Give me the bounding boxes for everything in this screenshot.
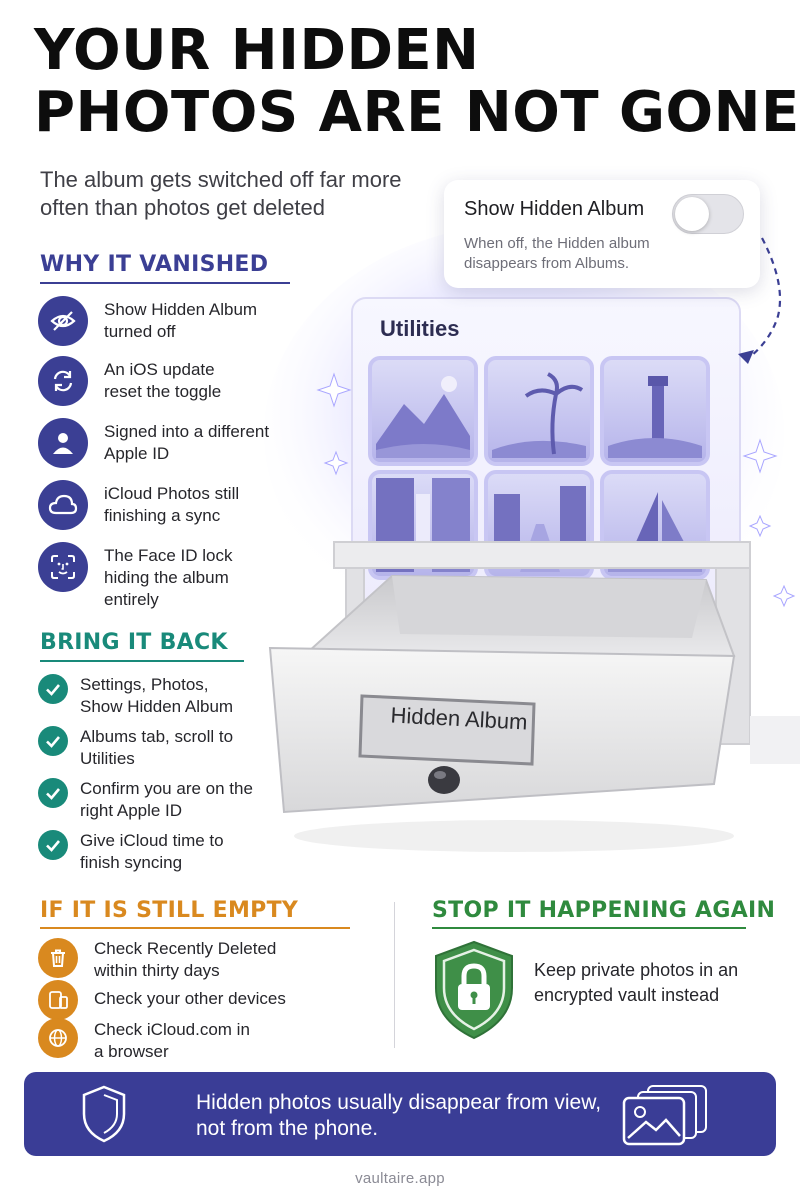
bottom-banner: Hidden photos usually disappear from vie… bbox=[24, 1072, 776, 1156]
person-icon bbox=[38, 418, 88, 468]
globe-icon bbox=[38, 1018, 78, 1058]
show-hidden-album-card: Show Hidden Album When off, the Hidden a… bbox=[444, 180, 760, 288]
thumbnail-palm bbox=[484, 356, 594, 466]
empty-item-2: Check your other devices bbox=[38, 980, 314, 1020]
stop-section-rule bbox=[432, 927, 746, 929]
dashed-arrow bbox=[745, 237, 782, 361]
devices-icon bbox=[38, 980, 78, 1020]
fix-item-1-text: Settings, Photos, Show Hidden Album bbox=[80, 675, 234, 716]
fix-item-4: Give iCloud time to finish syncing bbox=[38, 830, 230, 874]
footer-url: vaultaire.app bbox=[355, 1170, 445, 1187]
show-hidden-album-toggle[interactable] bbox=[672, 194, 744, 234]
fix-item-1: Settings, Photos, Show Hidden Album bbox=[38, 674, 250, 718]
toggle-knob bbox=[675, 197, 709, 231]
shield-icon bbox=[82, 1085, 126, 1143]
fix-item-3: Confirm you are on the right Apple ID bbox=[38, 778, 260, 822]
sparkles bbox=[316, 372, 796, 608]
utilities-title: Utilities bbox=[380, 316, 460, 341]
why-item-3: Signed into a different Apple ID bbox=[38, 418, 284, 468]
eye-off-icon bbox=[38, 296, 88, 346]
section-divider bbox=[394, 902, 395, 1048]
why-item-1-text: Show Hidden Album turned off bbox=[104, 300, 258, 341]
refresh-icon bbox=[38, 356, 88, 406]
why-item-3-text: Signed into a different Apple ID bbox=[104, 422, 270, 463]
empty-item-2-text: Check your other devices bbox=[94, 989, 286, 1008]
check-icon bbox=[38, 830, 68, 860]
toggle-description: When off, the Hidden album disappears fr… bbox=[464, 235, 650, 272]
check-icon bbox=[38, 674, 68, 704]
empty-section-title: IF IT IS STILL EMPTY bbox=[40, 898, 299, 923]
why-item-5: The Face ID lock hiding the album entire… bbox=[38, 542, 254, 611]
why-item-5-text: The Face ID lock hiding the album entire… bbox=[104, 546, 233, 609]
empty-item-3: Check iCloud.com in a browser bbox=[38, 1018, 254, 1063]
cloud-icon bbox=[38, 480, 88, 530]
why-section-rule bbox=[40, 282, 290, 284]
headline-line-1: YOUR HIDDEN bbox=[34, 18, 480, 83]
face-id-icon bbox=[38, 542, 88, 592]
empty-item-1: Check Recently Deleted within thirty day… bbox=[38, 938, 294, 982]
drawer-knob bbox=[428, 766, 460, 794]
photo-stack-icon bbox=[622, 1085, 707, 1146]
fix-item-4-text: Give iCloud time to finish syncing bbox=[80, 831, 224, 872]
fix-section-rule bbox=[40, 660, 244, 662]
drawer-illustration bbox=[264, 224, 800, 852]
empty-item-3-text: Check iCloud.com in a browser bbox=[94, 1020, 250, 1061]
drawer-label-plate bbox=[358, 694, 536, 766]
fix-item-2: Albums tab, scroll to Utilities bbox=[38, 726, 240, 770]
shield-lock-icon bbox=[435, 940, 513, 1040]
shelf-top bbox=[333, 541, 751, 569]
check-icon bbox=[38, 778, 68, 808]
fix-item-3-text: Confirm you are on the right Apple ID bbox=[80, 779, 253, 820]
check-icon bbox=[38, 726, 68, 756]
thumbnail-mountains bbox=[368, 356, 478, 466]
headline-line-2: PHOTOS ARE NOT GONE bbox=[34, 80, 800, 145]
empty-item-1-text: Check Recently Deleted within thirty day… bbox=[94, 939, 277, 980]
banner-text: Hidden photos usually disappear from vie… bbox=[196, 1091, 602, 1140]
subtitle: The album gets switched off far more oft… bbox=[40, 167, 402, 220]
fix-item-2-text: Albums tab, scroll to Utilities bbox=[80, 727, 234, 768]
toggle-title: Show Hidden Album bbox=[464, 198, 645, 220]
fix-section-title: BRING IT BACK bbox=[40, 630, 228, 655]
trash-icon bbox=[38, 938, 78, 978]
why-item-1: Show Hidden Album turned off bbox=[38, 296, 284, 346]
thumbnail-lighthouse bbox=[600, 356, 710, 466]
why-item-2: An iOS update reset the toggle bbox=[38, 356, 254, 406]
stop-section-text: Keep private photos in an encrypted vaul… bbox=[534, 960, 739, 1005]
empty-section-rule bbox=[40, 927, 350, 929]
why-item-2-text: An iOS update reset the toggle bbox=[104, 360, 222, 401]
why-item-4-text: iCloud Photos still finishing a sync bbox=[104, 484, 240, 525]
headline: YOUR HIDDEN PHOTOS ARE NOT GONE bbox=[34, 18, 800, 145]
why-item-4: iCloud Photos still finishing a sync bbox=[38, 480, 264, 530]
stop-section-title: STOP IT HAPPENING AGAIN bbox=[432, 898, 776, 923]
why-section-title: WHY IT VANISHED bbox=[40, 252, 269, 277]
